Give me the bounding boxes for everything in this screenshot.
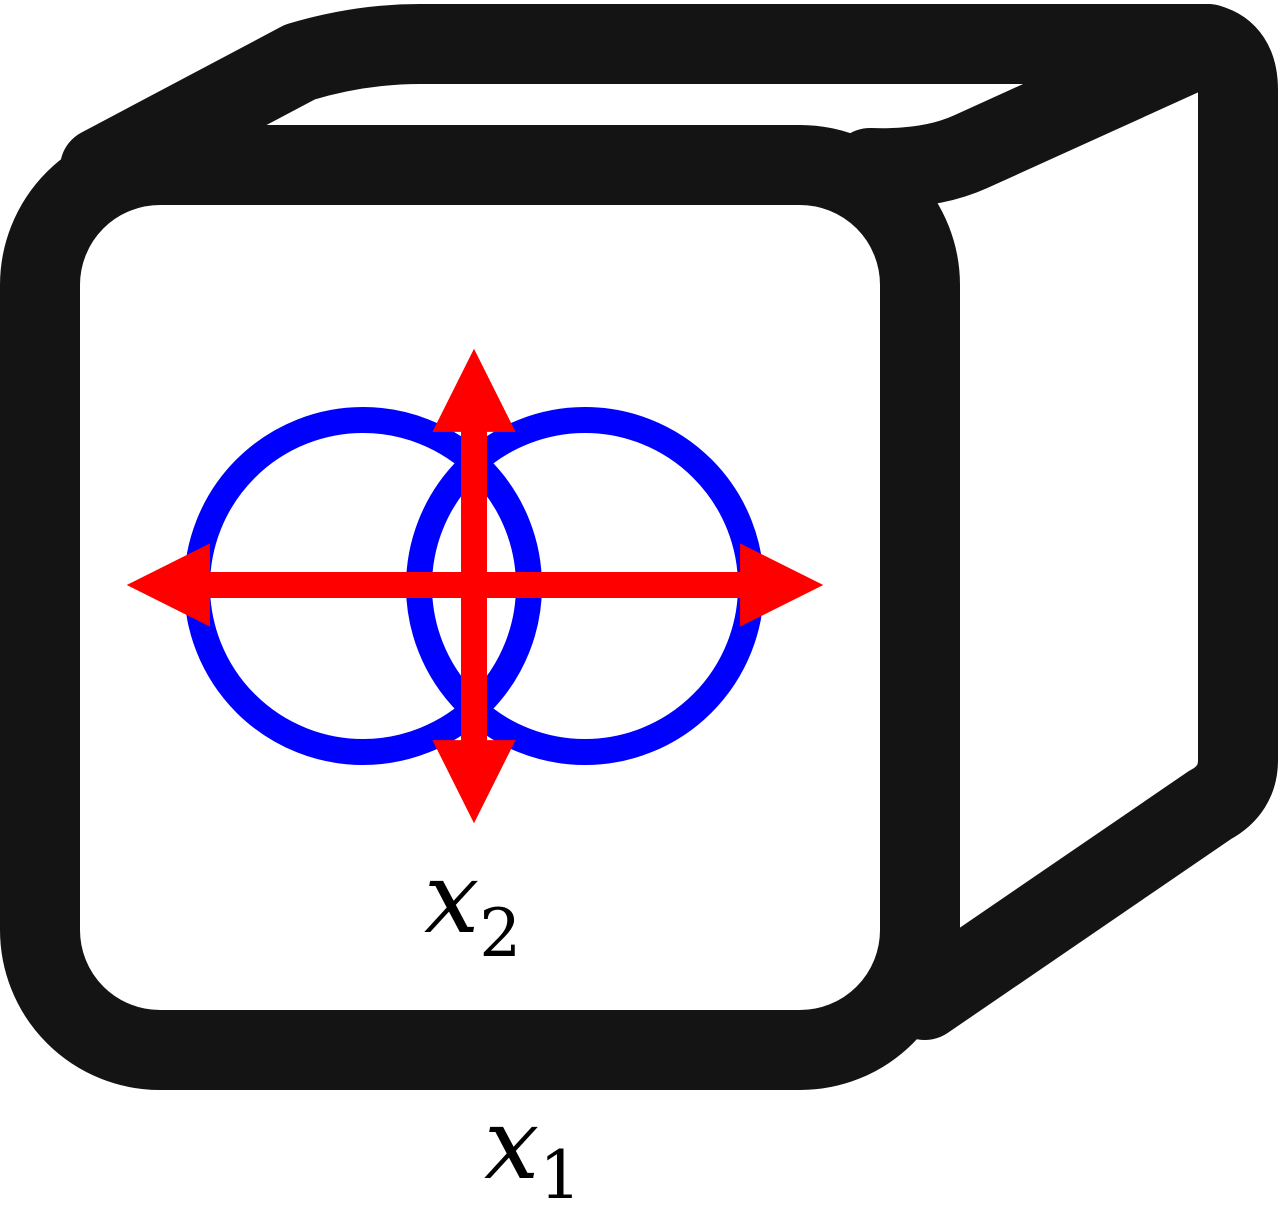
- cube-front-face: [0, 125, 960, 1090]
- label-x2: x2: [424, 842, 521, 972]
- label-x2-sub: 2: [479, 895, 521, 972]
- label-x1: x1: [484, 1088, 581, 1214]
- cube-right-face: [885, 4, 1278, 1040]
- label-x1-sub: 1: [539, 1137, 581, 1214]
- cube-top-face: [60, 4, 1248, 209]
- label-x2-var: x: [424, 842, 479, 956]
- cube-outline-icon: [0, 4, 1278, 1090]
- label-x1-var: x: [484, 1088, 539, 1202]
- four-way-arrow-icon: [126, 348, 824, 824]
